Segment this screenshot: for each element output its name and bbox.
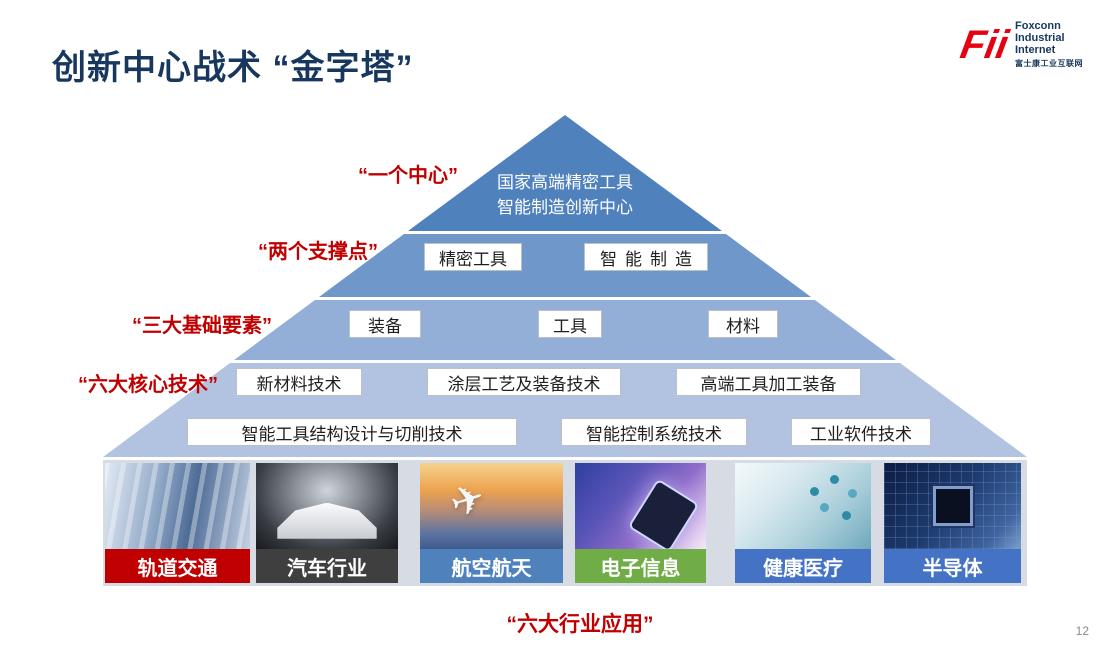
industry-tile-rail-transit: 轨道交通 bbox=[105, 463, 250, 583]
pyramid-band-2 bbox=[319, 234, 811, 297]
industry-tile-healthcare: 健康医疗 bbox=[735, 463, 871, 583]
semiconductor-image bbox=[884, 463, 1021, 549]
industry-label-aerospace: 航空航天 bbox=[420, 549, 563, 583]
industry-label-automotive: 汽车行业 bbox=[256, 549, 398, 583]
box-tools: 工具 bbox=[538, 310, 602, 338]
center-text-line1: 国家高端精密工具 bbox=[497, 173, 633, 192]
industry-tile-automotive: 汽车行业 bbox=[256, 463, 398, 583]
industry-label-rail-transit: 轨道交通 bbox=[105, 549, 250, 583]
logo-chinese-name: 富士康工业互联网 bbox=[1015, 59, 1083, 68]
healthcare-image bbox=[735, 463, 871, 549]
box-equipment: 装备 bbox=[349, 310, 421, 338]
rail-transit-image bbox=[105, 463, 250, 549]
fii-logo: Fii Foxconn Industrial Internet 富士康工业互联网 bbox=[957, 20, 1083, 69]
box-industrial-software: 工业软件技术 bbox=[791, 418, 931, 446]
industry-label-healthcare: 健康医疗 bbox=[735, 549, 871, 583]
page-number: 12 bbox=[1075, 624, 1089, 638]
box-coating-equipment-tech: 涂层工艺及装备技术 bbox=[427, 368, 621, 396]
industry-tile-aerospace: 航空航天 bbox=[420, 463, 563, 583]
logo-line-industrial: Industrial bbox=[1015, 32, 1065, 44]
industry-tile-semiconductor: 半导体 bbox=[884, 463, 1021, 583]
level3-label: “三大基础要素” bbox=[132, 315, 272, 337]
box-new-materials-tech: 新材料技术 bbox=[236, 368, 362, 396]
center-text: 国家高端精密工具 智能制造创新中心 bbox=[440, 170, 690, 220]
center-text-line2: 智能制造创新中心 bbox=[497, 198, 633, 217]
industry-label-semiconductor: 半导体 bbox=[884, 549, 1021, 583]
industry-label-electronics: 电子信息 bbox=[575, 549, 706, 583]
box-highend-tool-machining: 高端工具加工装备 bbox=[676, 368, 861, 396]
level2-label: “两个支撑点” bbox=[258, 241, 378, 263]
logo-line-foxconn: Foxconn bbox=[1015, 20, 1061, 32]
level1-label: “一个中心” bbox=[358, 165, 458, 187]
box-smart-control-systems: 智能控制系统技术 bbox=[561, 418, 747, 446]
electronics-image bbox=[575, 463, 706, 549]
pyramid-diagram bbox=[103, 115, 1027, 457]
box-precision-tools: 精密工具 bbox=[424, 243, 522, 271]
automotive-image bbox=[256, 463, 398, 549]
box-smart-tool-design-cutting: 智能工具结构设计与切削技术 bbox=[187, 418, 517, 446]
level4-label: “六大核心技术” bbox=[78, 374, 218, 396]
aerospace-image bbox=[420, 463, 563, 549]
industry-tile-electronics: 电子信息 bbox=[575, 463, 706, 583]
logo-line-internet: Internet bbox=[1015, 44, 1056, 56]
box-materials: 材料 bbox=[708, 310, 778, 338]
slide-title: 创新中心战术 “金字塔” bbox=[52, 49, 414, 87]
box-smart-manufacturing: 智能制造 bbox=[584, 243, 708, 271]
bottom-caption: “六大行业应用” bbox=[506, 613, 654, 636]
fii-logo-mark: Fii bbox=[957, 22, 1012, 67]
fii-logo-text: Foxconn Industrial Internet 富士康工业互联网 bbox=[1015, 20, 1083, 69]
